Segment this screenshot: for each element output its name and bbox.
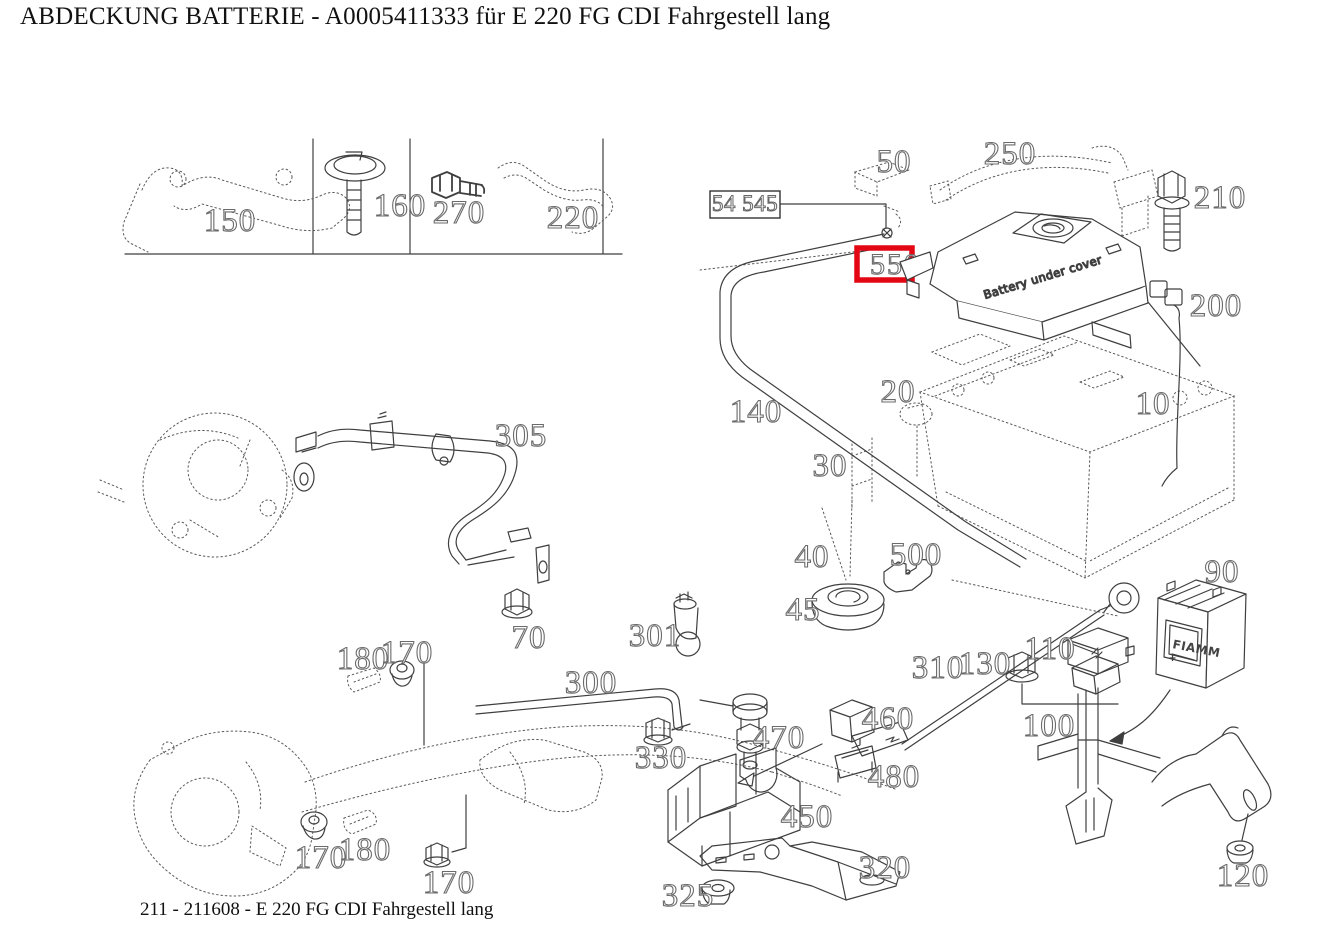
part-callout-45[interactable]: 45: [785, 591, 821, 628]
transmission-drawing: [479, 738, 603, 813]
part-300-cable-drawing: [475, 688, 684, 731]
part-callout-50[interactable]: 50: [876, 143, 912, 180]
part-callout-450[interactable]: 450: [780, 798, 834, 835]
part-callout-250[interactable]: 250: [983, 135, 1037, 172]
part-480-drawing: [834, 738, 877, 783]
part-130-drawing: [1005, 651, 1119, 705]
part-callout-90[interactable]: 90: [1204, 553, 1240, 590]
part-180-top-drawing: [347, 667, 381, 693]
part-310-drawing: [901, 582, 1140, 751]
part-callout-320[interactable]: 320: [858, 849, 912, 886]
part-callout-100[interactable]: 100: [1022, 707, 1076, 744]
part-callout-140[interactable]: 140: [729, 393, 783, 430]
part-callout-500[interactable]: 500: [889, 536, 943, 573]
part-110-drawing: [1067, 627, 1135, 675]
part-330-drawing: [643, 717, 691, 746]
part-callout-210[interactable]: 210: [1193, 179, 1247, 216]
part-20-drawing: [899, 402, 933, 479]
part-callout-180[interactable]: 180: [338, 831, 392, 868]
part-50-drawing: [853, 161, 911, 229]
part-100-drawing: [1037, 647, 1161, 845]
part-callout-300[interactable]: 300: [564, 664, 618, 701]
solid-artwork: [293, 151, 1272, 905]
part-callout-170[interactable]: 170: [380, 634, 434, 671]
part-270-drawing: [431, 171, 486, 199]
part-callout-220[interactable]: 220: [546, 199, 600, 236]
part-210-drawing: [1154, 170, 1190, 252]
part-callout-270[interactable]: 270: [432, 194, 486, 231]
part-callout-150[interactable]: 150: [203, 202, 257, 239]
diagram-caption: 211 - 211608 - E 220 FG CDI Fahrgestell …: [140, 899, 494, 920]
part-callout-330[interactable]: 330: [634, 739, 688, 776]
leader-40: [821, 499, 853, 581]
harness-drawing: [301, 579, 1119, 813]
part-301-drawing: [673, 591, 701, 657]
part-10-battery-drawing: [918, 333, 1236, 579]
page-title: ABDECKUNG BATTERIE - A0005411333 für E 2…: [20, 3, 831, 30]
part-callout-480[interactable]: 480: [867, 758, 921, 795]
part-callout-110[interactable]: 110: [1024, 630, 1075, 667]
part-120-bracket-drawing: [1151, 726, 1272, 864]
part-220-drawing: [497, 162, 614, 234]
part-170-top-drawing: [389, 660, 425, 746]
part-90-battery-drawing: [1109, 579, 1247, 745]
part-callout-301[interactable]: 301: [628, 617, 682, 654]
part-callout-460[interactable]: 460: [861, 700, 915, 737]
part-160-drawing: [324, 151, 386, 236]
part-500-drawing: [883, 558, 933, 593]
part-450-drawing: [667, 747, 801, 867]
part-callout-160[interactable]: 160: [373, 187, 427, 224]
part-callout-310[interactable]: 310: [911, 649, 965, 686]
parts-table-grid: [124, 138, 623, 255]
part-140-frame-drawing: [719, 233, 1027, 568]
part-170-bottom-left-drawing: [300, 811, 328, 840]
part-callout-305[interactable]: 305: [494, 417, 548, 454]
part-callout-200[interactable]: 200: [1189, 287, 1243, 324]
part-70-drawing: [501, 588, 533, 619]
part-170-bottom-right-drawing: [423, 794, 467, 868]
part-callout-130[interactable]: 130: [958, 645, 1012, 682]
engine-drawing: [133, 730, 317, 897]
part-550-cover-drawing: Battery under cover: [899, 211, 1149, 349]
part-callout-170[interactable]: 170: [422, 864, 476, 901]
part-45-drawing: [811, 583, 885, 631]
part-30-drawing: [851, 437, 873, 509]
part-callout-120[interactable]: 120: [1216, 857, 1270, 894]
part-180-bottom-drawing: [343, 809, 377, 835]
part-150-drawing: [122, 167, 350, 253]
part-callout-20[interactable]: 20: [880, 373, 916, 410]
part-320-drawing: [699, 837, 901, 901]
part-callout-180[interactable]: 180: [336, 640, 390, 677]
part-callout-10[interactable]: 10: [1135, 385, 1171, 422]
part-callout-325[interactable]: 325: [661, 877, 715, 914]
group-callout-label: 54 545: [712, 191, 778, 216]
part-callout-170[interactable]: 170: [294, 839, 348, 876]
part-305-cable-drawing: [293, 411, 550, 584]
group-callout-54545[interactable]: 54 545: [709, 190, 781, 219]
part-callout-470[interactable]: 470: [752, 719, 806, 756]
part-325-drawing: [701, 879, 735, 905]
alternator-drawing: [97, 412, 294, 558]
part-200-drawing: [1149, 280, 1183, 487]
leader-54545: [779, 203, 893, 239]
part-callout-30[interactable]: 30: [812, 447, 848, 484]
part-callout-40[interactable]: 40: [794, 538, 830, 575]
part-callout-70[interactable]: 70: [511, 619, 547, 656]
part-470-drawing: [699, 693, 768, 770]
